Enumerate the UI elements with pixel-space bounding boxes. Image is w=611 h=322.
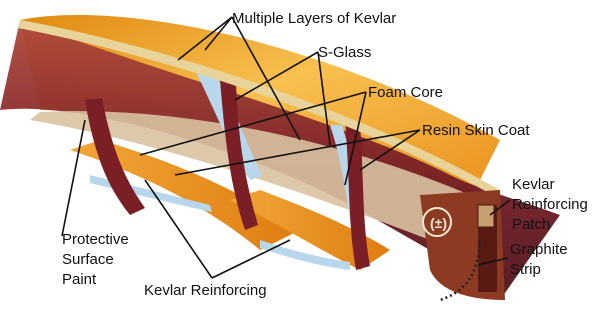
label-resin-skin-coat: Resin Skin Coat	[422, 122, 530, 139]
label-graphite-strip-line1: Graphite	[510, 241, 568, 258]
label-kevlar-reinforcing: Kevlar Reinforcing	[144, 282, 267, 299]
label-foam-core: Foam Core	[368, 84, 443, 101]
label-protective-surface-paint-line3: Paint	[62, 271, 97, 288]
label-multiple-layers-kevlar: Multiple Layers of Kevlar	[232, 10, 396, 27]
label-s-glass: S-Glass	[318, 44, 371, 61]
label-kevlar-reinforcing-patch-line2: Reinforcing	[512, 196, 588, 213]
label-kevlar-reinforcing-patch-line1: Kevlar	[512, 176, 555, 193]
label-protective-surface-paint-line2: Surface	[62, 251, 114, 268]
label-graphite-strip-line2: Strip	[510, 261, 541, 278]
label-kevlar-reinforcing-patch-line3: Patch	[512, 216, 550, 233]
label-protective-surface-paint-line1: Protective	[62, 231, 129, 248]
svg-text:(±): (±)	[430, 215, 447, 231]
